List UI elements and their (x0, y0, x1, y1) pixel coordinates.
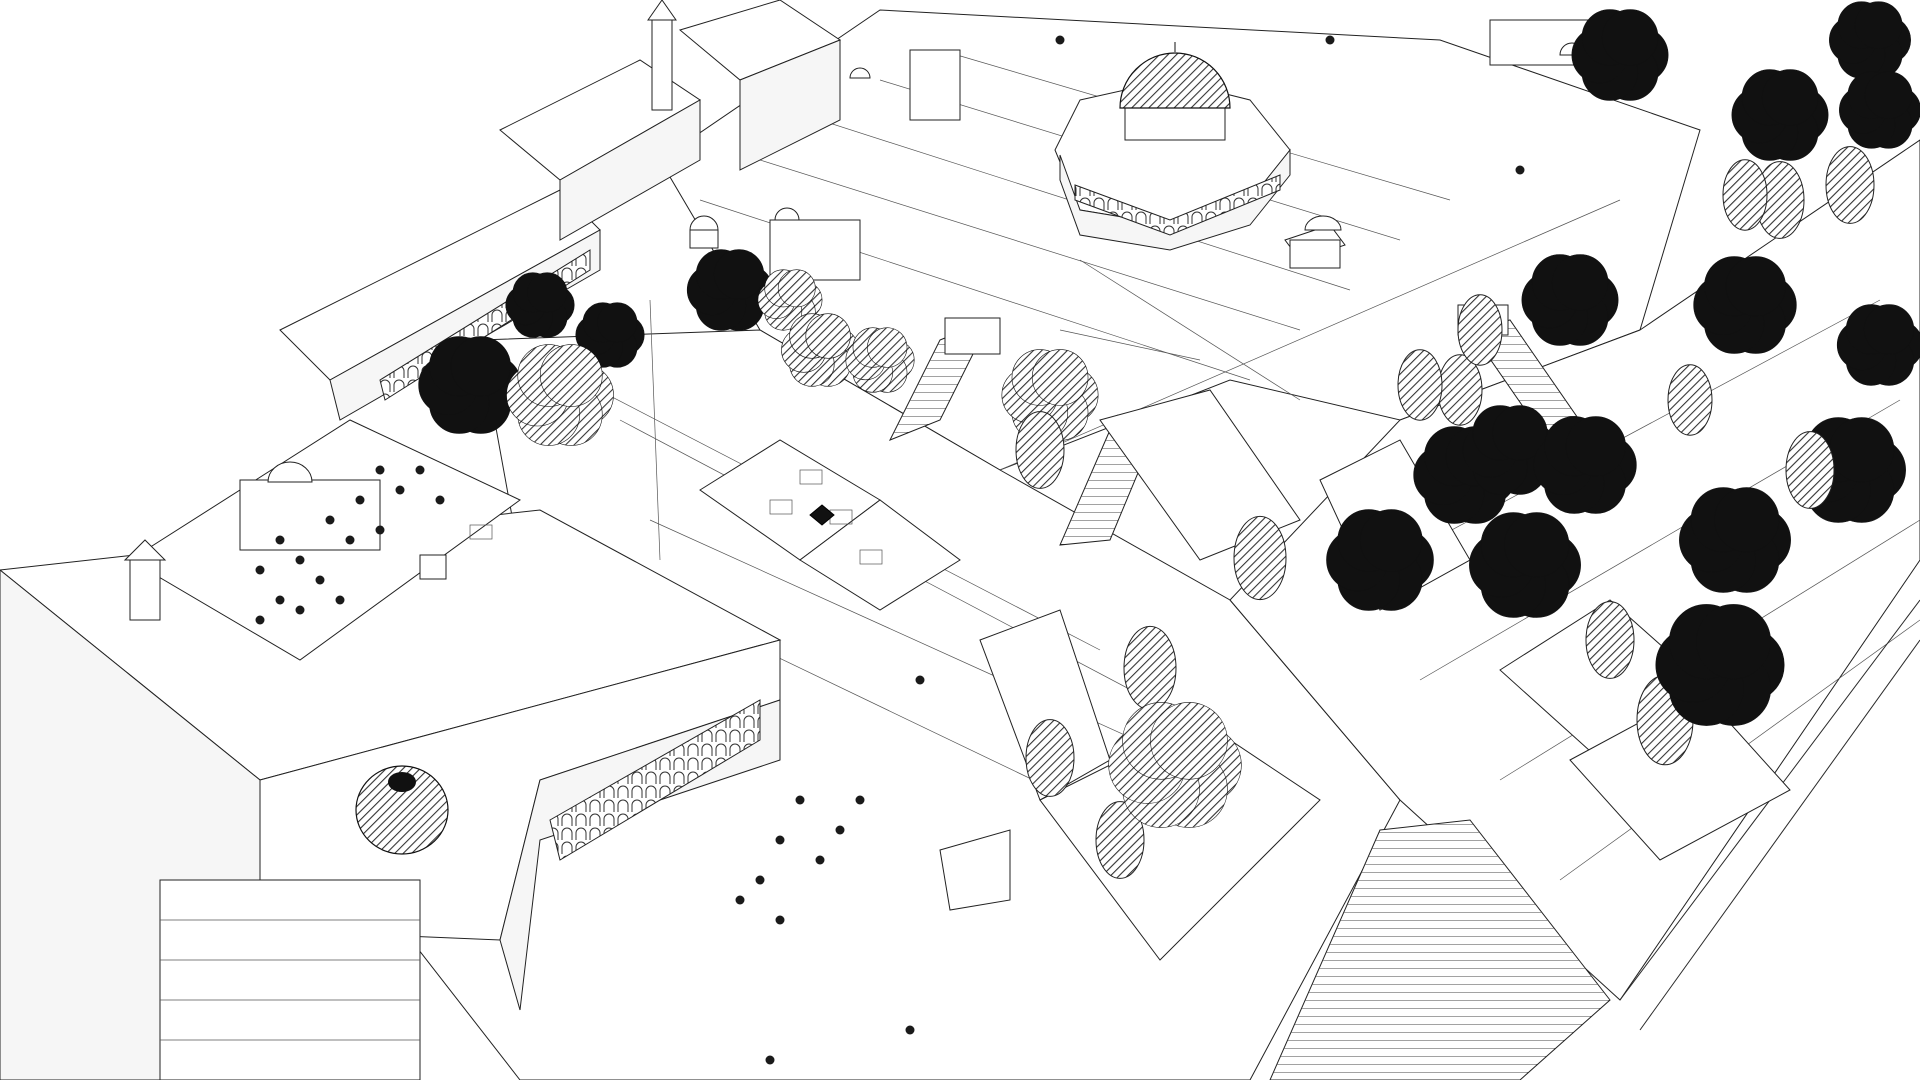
bollard (1055, 35, 1065, 45)
bollard (435, 495, 445, 505)
bollard (1515, 165, 1525, 175)
bollard (275, 535, 285, 545)
tree (1722, 159, 1768, 231)
tree (1457, 294, 1503, 366)
dome (355, 765, 449, 855)
bollard (295, 555, 305, 565)
tree (1825, 146, 1875, 224)
bollard (915, 675, 925, 685)
tree (1521, 254, 1619, 346)
bollard (775, 835, 785, 845)
bollard (415, 465, 425, 475)
tree (505, 272, 575, 338)
tree (1095, 801, 1145, 879)
tree (1397, 349, 1443, 421)
minaret (651, 19, 673, 111)
tree (1108, 702, 1242, 828)
dome (1119, 52, 1231, 109)
bollard (815, 855, 825, 865)
tree (1585, 601, 1635, 679)
dome (689, 215, 719, 231)
bollard (755, 875, 765, 885)
bollard (275, 595, 285, 605)
tree (1233, 515, 1287, 601)
bollard (335, 595, 345, 605)
bollard (795, 795, 805, 805)
tree (1437, 354, 1483, 426)
tree (1693, 256, 1797, 354)
tree (1571, 9, 1669, 101)
bollard (855, 795, 865, 805)
tree (1025, 719, 1075, 797)
dome (774, 207, 800, 221)
stairway (1269, 819, 1611, 1080)
tree (781, 313, 859, 387)
bollard (765, 1055, 775, 1065)
dome (267, 461, 313, 483)
bollard (295, 605, 305, 615)
tree (1001, 349, 1099, 441)
bollard (355, 495, 365, 505)
fountain (809, 504, 835, 526)
tree (1533, 416, 1637, 514)
tree (1829, 1, 1911, 79)
west-courtyard (123, 419, 521, 661)
bollard (255, 615, 265, 625)
bollard (315, 575, 325, 585)
bollard (775, 915, 785, 925)
tree (1667, 364, 1713, 436)
tree (1679, 487, 1791, 593)
tree (1462, 405, 1558, 495)
tree (1469, 512, 1581, 618)
tree (686, 249, 774, 331)
tree (1015, 411, 1065, 489)
dome (1304, 215, 1342, 231)
tree (1326, 509, 1434, 611)
bollard (905, 1025, 915, 1035)
octagonal-shrine (1054, 19, 1611, 269)
tree (1836, 304, 1920, 386)
bollard (735, 895, 745, 905)
bollards (255, 35, 1525, 1065)
tree (1655, 604, 1785, 726)
bollard (835, 825, 845, 835)
bollard (1325, 35, 1335, 45)
bollard (345, 535, 355, 545)
tree (1839, 71, 1920, 149)
tree (575, 302, 645, 368)
bollard (375, 525, 385, 535)
tree (1123, 625, 1177, 711)
tree (845, 327, 915, 393)
tree (1785, 431, 1835, 509)
trees (418, 1, 1920, 879)
tree (506, 344, 614, 446)
bollard (325, 515, 335, 525)
bollard (255, 565, 265, 575)
tree (1731, 69, 1829, 161)
bollard (395, 485, 405, 495)
tree (418, 336, 522, 434)
bollard (375, 465, 385, 475)
